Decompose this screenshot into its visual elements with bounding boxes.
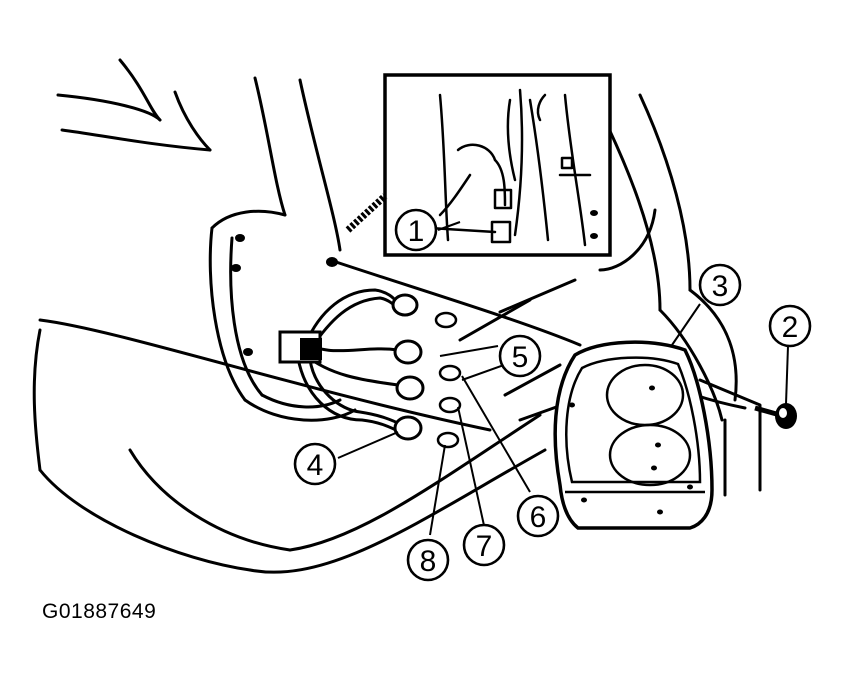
callout-2: 2 [768,304,812,348]
callout-7: 7 [462,523,506,567]
svg-text:6: 6 [530,501,547,534]
callout-3: 3 [698,263,742,307]
callout-8: 8 [406,538,450,582]
svg-text:1: 1 [408,215,425,248]
vehicle-body [32,58,762,574]
callout-4: 4 [293,442,337,486]
svg-text:3: 3 [712,270,729,303]
svg-text:8: 8 [420,545,437,578]
svg-text:2: 2 [782,311,799,344]
figure-id-label: G01887649 [42,600,157,623]
callout-6: 6 [516,494,560,538]
svg-text:7: 7 [476,530,493,563]
leader-lines [337,221,789,536]
lens-screw [754,403,797,429]
harness-connector [278,330,322,364]
svg-text:4: 4 [307,449,324,482]
callout-1: 1 [394,208,438,252]
svg-text:5: 5 [512,341,529,374]
tail-lamp-lens [553,340,714,530]
bulb-sockets [391,293,425,441]
bulbs [434,311,462,449]
inset-pointer [345,193,388,233]
callout-5: 5 [498,334,542,378]
